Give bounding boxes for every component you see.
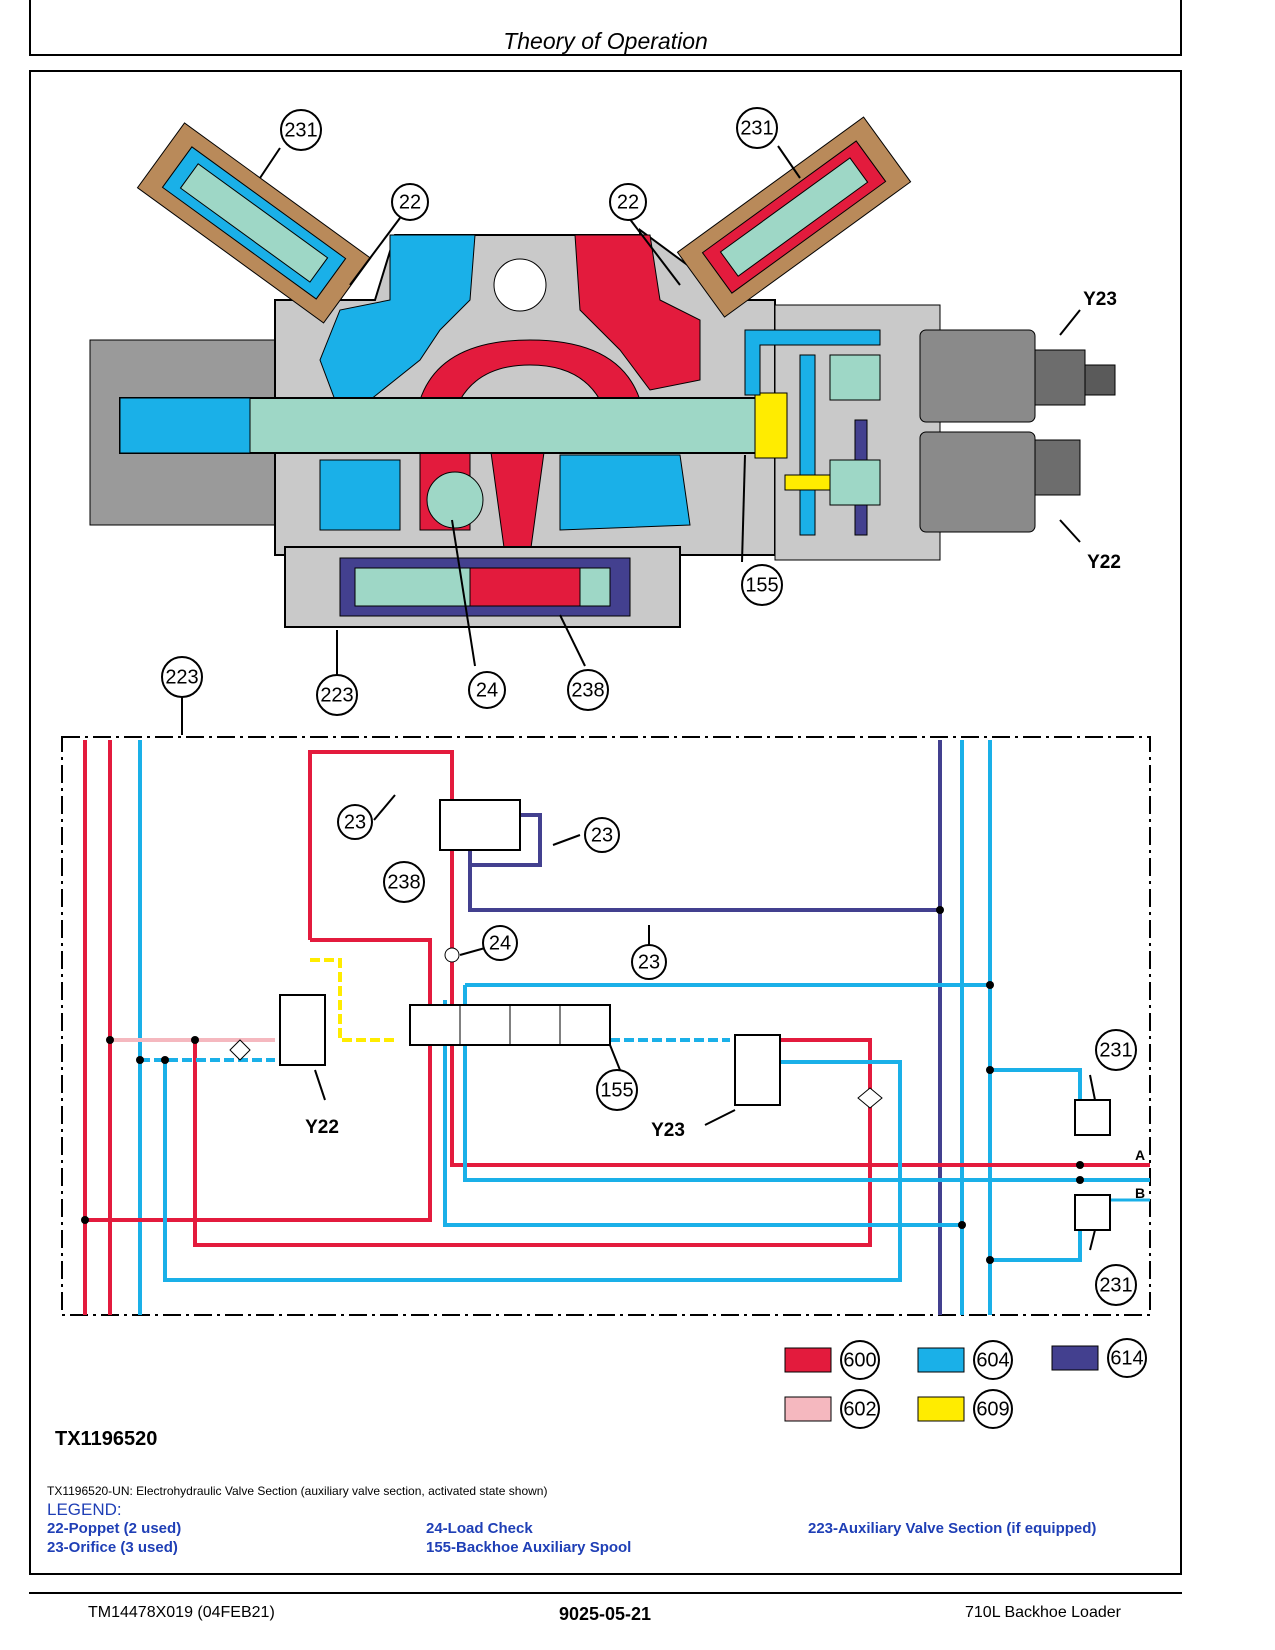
- key-600: 600: [784, 1340, 880, 1380]
- key-609: 609: [917, 1389, 1013, 1429]
- callout-23-c: 23: [631, 944, 667, 980]
- label-port-a: A: [1135, 1147, 1145, 1163]
- key-614: 614: [1051, 1338, 1147, 1378]
- label-y23-section: Y23: [1083, 289, 1117, 310]
- svg-text:600: 600: [843, 1349, 876, 1371]
- svg-text:23: 23: [638, 951, 660, 973]
- legend-heading: LEGEND:: [47, 1500, 122, 1519]
- page-title: Theory of Operation: [503, 28, 708, 54]
- section-callouts: 231 231 22 22 223 223 24 238 155 Y23 Y22: [161, 107, 1121, 716]
- key-swatch-609: [917, 1396, 965, 1422]
- callout-22-right: 22: [609, 183, 647, 221]
- svg-text:22: 22: [399, 191, 421, 213]
- callout-231-bottom: 231: [1095, 1264, 1137, 1306]
- callout-23-b: 23: [584, 817, 620, 853]
- callout-155-schematic: 155: [596, 1069, 638, 1111]
- svg-text:602: 602: [843, 1398, 876, 1420]
- svg-text:238: 238: [387, 871, 420, 893]
- label-y22-section: Y22: [1087, 552, 1121, 573]
- svg-text:231: 231: [740, 117, 773, 139]
- hydraulic-schematic: [61, 736, 1151, 1316]
- figure-caption: TX1196520-UN: Electrohydraulic Valve Sec…: [47, 1484, 548, 1498]
- footer-rule: [29, 1592, 1182, 1594]
- schematic-callouts: 223 23 23 238 24 23 231 231 155 Y22 Y23 …: [305, 804, 1145, 1306]
- svg-text:231: 231: [284, 119, 317, 141]
- legend-item-24: 24-Load Check: [426, 1520, 533, 1537]
- svg-text:609: 609: [976, 1398, 1009, 1420]
- figure-frame: [29, 70, 1182, 1575]
- svg-text:23: 23: [344, 811, 366, 833]
- svg-text:24: 24: [476, 679, 498, 701]
- legend-item-155: 155-Backhoe Auxiliary Spool: [426, 1539, 632, 1556]
- label-y23-schematic: Y23: [651, 1120, 685, 1141]
- callout-231-left: 231: [280, 109, 322, 151]
- label-port-b: B: [1135, 1185, 1145, 1201]
- callout-24: 24: [468, 671, 506, 709]
- key-swatch-600: [784, 1347, 832, 1373]
- key-swatch-604: [917, 1347, 965, 1373]
- color-key: 600 604 614 602 609: [784, 1338, 1147, 1429]
- label-y22-schematic: Y22: [305, 1117, 339, 1138]
- valve-section-drawing: [89, 116, 1116, 628]
- callout-231-right: 231: [736, 107, 778, 149]
- callout-23-a: 23: [337, 804, 373, 840]
- callout-155: 155: [741, 564, 783, 606]
- legend-item-23: 23-Orifice (3 used): [47, 1539, 178, 1556]
- callout-231-top: 231: [1095, 1029, 1137, 1071]
- footer-product: 710L Backhoe Loader: [965, 1604, 1121, 1621]
- callout-22-left: 22: [391, 183, 429, 221]
- svg-text:231: 231: [1099, 1039, 1132, 1061]
- svg-text:614: 614: [1110, 1347, 1143, 1369]
- figure-code: TX1196520: [55, 1428, 158, 1450]
- legend-item-22: 22-Poppet (2 used): [47, 1520, 182, 1537]
- callout-223-a: 223: [161, 656, 203, 698]
- legend-item-223: 223-Auxiliary Valve Section (if equipped…: [808, 1520, 1097, 1537]
- callout-238: 238: [567, 669, 609, 711]
- svg-text:24: 24: [489, 932, 511, 954]
- svg-text:23: 23: [591, 824, 613, 846]
- key-602: 602: [784, 1389, 880, 1429]
- callout-238-schematic: 238: [383, 861, 425, 903]
- svg-text:238: 238: [571, 679, 604, 701]
- key-604: 604: [917, 1340, 1013, 1380]
- svg-text:223: 223: [165, 666, 198, 688]
- key-swatch-602: [784, 1396, 832, 1422]
- footer-doc-id: TM14478X019 (04FEB21): [88, 1604, 275, 1621]
- callout-223-b: 223: [316, 674, 358, 716]
- svg-text:231: 231: [1099, 1274, 1132, 1296]
- key-swatch-614: [1051, 1345, 1099, 1371]
- svg-text:223: 223: [320, 684, 353, 706]
- footer-page-number: 9025-05-21: [558, 1604, 652, 1624]
- callout-24-schematic: 24: [482, 925, 518, 961]
- svg-text:155: 155: [745, 574, 778, 596]
- svg-text:22: 22: [617, 191, 639, 213]
- svg-text:155: 155: [600, 1079, 633, 1101]
- header-box: Theory of Operation: [29, 0, 1182, 56]
- svg-text:604: 604: [976, 1349, 1009, 1371]
